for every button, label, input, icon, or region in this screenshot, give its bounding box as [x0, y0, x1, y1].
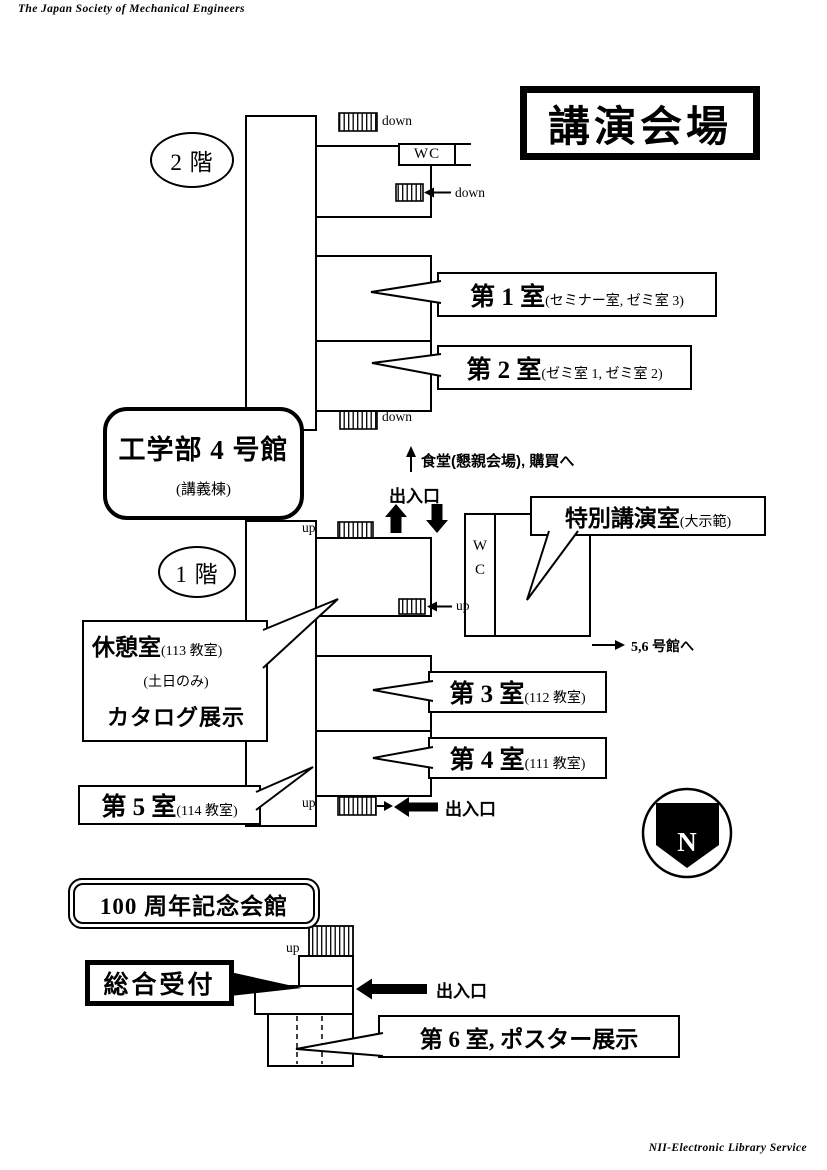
up-label: up: [302, 795, 316, 810]
room-outline: [254, 985, 354, 1015]
lounge-catalog-label: カタログ展示: [106, 705, 245, 730]
special-room-name: 特別講演室: [564, 506, 680, 531]
wc-vertical-label: W C: [465, 522, 495, 594]
lounge-note: (土日のみ): [143, 675, 209, 690]
building4-subtitle: (講義棟): [176, 482, 231, 498]
room2-callout: 第 2 室(ゼミ室 1, ゼミ室 2): [437, 345, 692, 390]
room5-callout: 第 5 室(114 教室): [78, 785, 261, 825]
stairs-icon: [339, 410, 378, 430]
special-room-callout: 特別講演室(大示範): [530, 496, 766, 536]
stairs-icon: [337, 521, 374, 539]
room3-name: 第 3 室: [449, 681, 525, 708]
cafeteria-direction-label: 食堂(懇親会場), 購買へ: [421, 453, 575, 470]
room-outline: [315, 145, 432, 218]
down-label: down: [382, 409, 412, 424]
memorial-outline: [254, 925, 354, 1067]
entrance-down-arrow-icon: [426, 504, 448, 533]
page-title-text: 講演会場: [547, 104, 732, 151]
entrance-up-arrow-icon: [385, 504, 407, 533]
page-footer: NII-Electronic Library Service: [648, 1142, 807, 1154]
floor2-label: 2 階: [170, 150, 214, 175]
lounge-callout: 休憩室(113 教室) (土日のみ) カタログ展示: [82, 620, 268, 742]
north-indicator: N: [641, 787, 733, 879]
room-outline: [298, 955, 354, 987]
entrance-label: 出入口: [389, 487, 440, 506]
lounge-detail: (113 教室): [161, 644, 223, 659]
bldg56-direction-label: 5,6 号館へ: [631, 640, 694, 655]
floor1-badge: 1 階: [158, 546, 236, 598]
building4-name: 工学部 4 号館: [118, 435, 289, 465]
reception-box: 総合受付: [85, 960, 234, 1006]
room2-detail: (ゼミ室 1, ゼミ室 2): [541, 366, 663, 382]
stairs-icon: [337, 796, 377, 816]
room-outline: [315, 340, 432, 412]
reception-label: 総合受付: [103, 971, 216, 999]
room1-callout: 第 1 室(セミナー室, ゼミ室 3): [437, 272, 717, 317]
building4-box: 工学部 4 号館 (講義棟): [103, 407, 304, 520]
room4-name: 第 4 室: [449, 747, 525, 774]
room-outline: [315, 730, 432, 797]
wc-letter-c: C: [474, 561, 485, 578]
cafeteria-arrow-icon: [406, 446, 416, 472]
floor2-badge: 2 階: [150, 132, 234, 188]
entrance-left-arrow-icon: [356, 978, 427, 1000]
page-title: 講演会場: [520, 86, 760, 160]
room6-name: 第 6 室, ポスター展示: [419, 1026, 639, 1052]
page-header: The Japan Society of Mechanical Engineer…: [18, 3, 245, 15]
room6-callout: 第 6 室, ポスター展示: [378, 1015, 680, 1058]
stairs-icon: [308, 925, 354, 957]
right-arrow-icon: [377, 801, 393, 811]
bldg56-arrow-icon: [592, 640, 625, 650]
room2-name: 第 2 室: [466, 356, 542, 384]
up-label: up: [456, 598, 470, 613]
room-outline: [315, 255, 432, 342]
wc-letter-w: W: [472, 537, 488, 554]
room3-detail: (112 教室): [524, 691, 586, 706]
down-arrow-icon: [424, 187, 451, 198]
floor1-stairs: [337, 521, 426, 816]
room-outline: [267, 1013, 354, 1067]
room4-callout: 第 4 室(111 教室): [428, 737, 607, 779]
room-outline: [315, 655, 432, 732]
entrance-label: 出入口: [445, 800, 496, 819]
room4-detail: (111 教室): [524, 757, 586, 772]
room3-callout: 第 3 室(112 教室): [428, 671, 607, 713]
entrance-left-arrow-icon: [394, 797, 438, 817]
up-label: up: [286, 940, 300, 955]
lounge-name: 休憩室: [92, 635, 161, 660]
room5-name: 第 5 室: [101, 794, 177, 821]
wc-box: WC: [398, 143, 456, 166]
north-icon: [656, 803, 719, 868]
memorial-hall-name: 100 周年記念会館: [73, 883, 315, 924]
room5-detail: (114 教室): [176, 804, 238, 819]
stairs-icon: [398, 598, 426, 615]
stairs-icon: [338, 112, 378, 132]
memorial-hall-box: 100 周年記念会館: [68, 878, 320, 929]
up-arrow-icon: [427, 601, 452, 612]
wc-label: WC: [413, 146, 441, 162]
down-label: down: [382, 113, 412, 128]
floor2-stairs: [338, 112, 424, 430]
floor1-outline: [245, 513, 591, 827]
corridor-outline: [245, 115, 317, 431]
north-letter: N: [677, 827, 697, 857]
down-label: down: [455, 185, 485, 200]
floor1-label: 1 階: [175, 562, 219, 587]
special-room-detail: (大示範): [679, 515, 732, 530]
room1-detail: (セミナー室, ゼミ室 3): [545, 293, 684, 309]
stairs-icon: [395, 183, 424, 202]
room1-name: 第 1 室: [470, 283, 546, 311]
entrance-label: 出入口: [436, 982, 487, 1001]
up-label: up: [302, 520, 316, 535]
